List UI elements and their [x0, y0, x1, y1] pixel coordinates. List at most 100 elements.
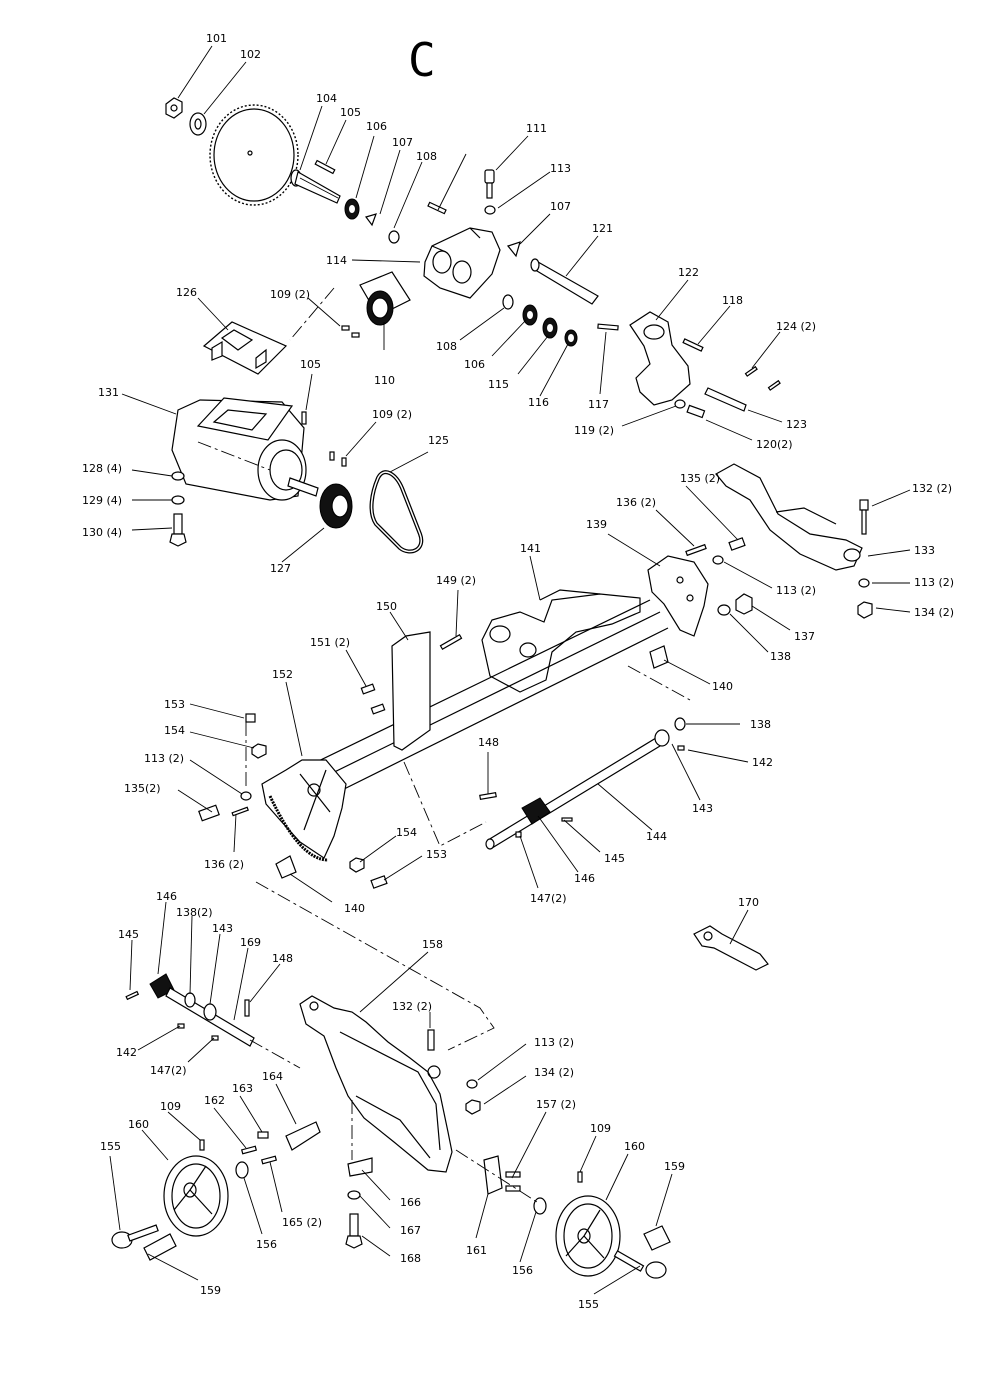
arbor-wrench — [693, 925, 769, 971]
callout: 120(2) — [756, 438, 793, 451]
callout: 146 — [156, 890, 177, 903]
callout-labels: 101 102 104 105 106 107 108 111 113 107 … — [82, 32, 954, 1311]
callout: 160 — [128, 1118, 149, 1131]
callout: 105 — [300, 358, 321, 371]
callout: 142 — [752, 756, 773, 769]
callout: 149 (2) — [436, 574, 476, 587]
callout: 134 (2) — [914, 606, 954, 619]
callout: 125 — [428, 434, 449, 447]
callout: 132 (2) — [392, 1000, 432, 1013]
callout: 156 — [256, 1238, 277, 1251]
callout: 102 — [240, 48, 261, 61]
callout: 129 (4) — [82, 494, 122, 507]
callout: 116 — [528, 396, 549, 409]
callout: 136 (2) — [204, 858, 244, 871]
callout: 113 (2) — [914, 576, 954, 589]
callout: 145 — [604, 852, 625, 865]
pivot-bracket-group — [597, 311, 781, 419]
drive-belt — [369, 470, 424, 554]
callout: 104 — [316, 92, 337, 105]
callout: 156 — [512, 1264, 533, 1277]
rear-trunnion — [715, 463, 863, 571]
assembly-lines — [197, 287, 691, 1205]
callout: 148 — [272, 952, 293, 965]
callout: 109 — [590, 1122, 611, 1135]
motor-group — [169, 321, 424, 554]
pivot-shaft — [531, 261, 599, 305]
callout: 152 — [272, 668, 293, 681]
callout: 151 (2) — [310, 636, 350, 649]
callout: 133 — [914, 544, 935, 557]
callout: 144 — [646, 830, 667, 843]
callout: 139 — [586, 518, 607, 531]
elevation-trunnion — [299, 995, 453, 1173]
callout: 113 (2) — [776, 584, 816, 597]
callout: 131 — [98, 386, 119, 399]
callout: 128 (4) — [82, 462, 122, 475]
callout: 150 — [376, 600, 397, 613]
callout: 148 — [478, 736, 499, 749]
callout: 105 — [340, 106, 361, 119]
rack-guard — [391, 631, 431, 751]
callout: 153 — [164, 698, 185, 711]
callout: 123 — [786, 418, 807, 431]
callout: 121 — [592, 222, 613, 235]
callout: 109 (2) — [270, 288, 310, 301]
callout: 147(2) — [150, 1064, 187, 1077]
callout: 101 — [206, 32, 227, 45]
leader-lines — [109, 45, 911, 1295]
callout: 162 — [204, 1094, 225, 1107]
callout: 109 (2) — [372, 408, 412, 421]
callout: 135(2) — [124, 782, 161, 795]
callout: 135 (2) — [680, 472, 720, 485]
callout: 142 — [116, 1046, 137, 1059]
tilt-bracket — [647, 555, 709, 637]
callout: 106 — [366, 120, 387, 133]
blade-flange — [189, 112, 207, 136]
callout: 136 (2) — [616, 496, 656, 509]
callout: 153 — [426, 848, 447, 861]
callout: 163 — [232, 1082, 253, 1095]
callout: 109 — [160, 1100, 181, 1113]
callout: 140 — [712, 680, 733, 693]
callout: 115 — [488, 378, 509, 391]
callout: 138 — [770, 650, 791, 663]
callout: 108 — [416, 150, 437, 163]
callout: 113 (2) — [534, 1036, 574, 1049]
front-trunnion — [261, 759, 347, 859]
callout: 167 — [400, 1224, 421, 1237]
arbor-nut — [165, 97, 183, 119]
callout: 113 — [550, 162, 571, 175]
callout: 146 — [574, 872, 595, 885]
callout: 160 — [624, 1140, 645, 1153]
callout: 130 (4) — [82, 526, 122, 539]
callout: 157 (2) — [536, 1098, 576, 1111]
callout: 126 — [176, 286, 197, 299]
callout: 117 — [588, 398, 609, 411]
trunnion-bracket-rear — [715, 463, 873, 619]
callout: 127 — [270, 562, 291, 575]
page-marker: C — [408, 33, 436, 87]
callout: 124 (2) — [776, 320, 816, 333]
callout: 137 — [794, 630, 815, 643]
callout: 165 (2) — [282, 1216, 322, 1229]
callout: 138 — [750, 718, 771, 731]
callout: 141 — [520, 542, 541, 555]
main-trunnion-group — [198, 537, 753, 889]
callout: 158 — [422, 938, 443, 951]
callout: 166 — [400, 1196, 421, 1209]
callout: 108 — [436, 340, 457, 353]
callout: 145 — [118, 928, 139, 941]
callout: 143 — [692, 802, 713, 815]
callout: 170 — [738, 896, 759, 909]
callout: 138(2) — [176, 906, 213, 919]
callout: 169 — [240, 936, 261, 949]
callout: 107 — [550, 200, 571, 213]
callout: 161 — [466, 1244, 487, 1257]
callout: 110 — [374, 374, 395, 387]
callout: 154 — [164, 724, 185, 737]
callout: 143 — [212, 922, 233, 935]
callout: 159 — [200, 1284, 221, 1297]
callout: 106 — [464, 358, 485, 371]
